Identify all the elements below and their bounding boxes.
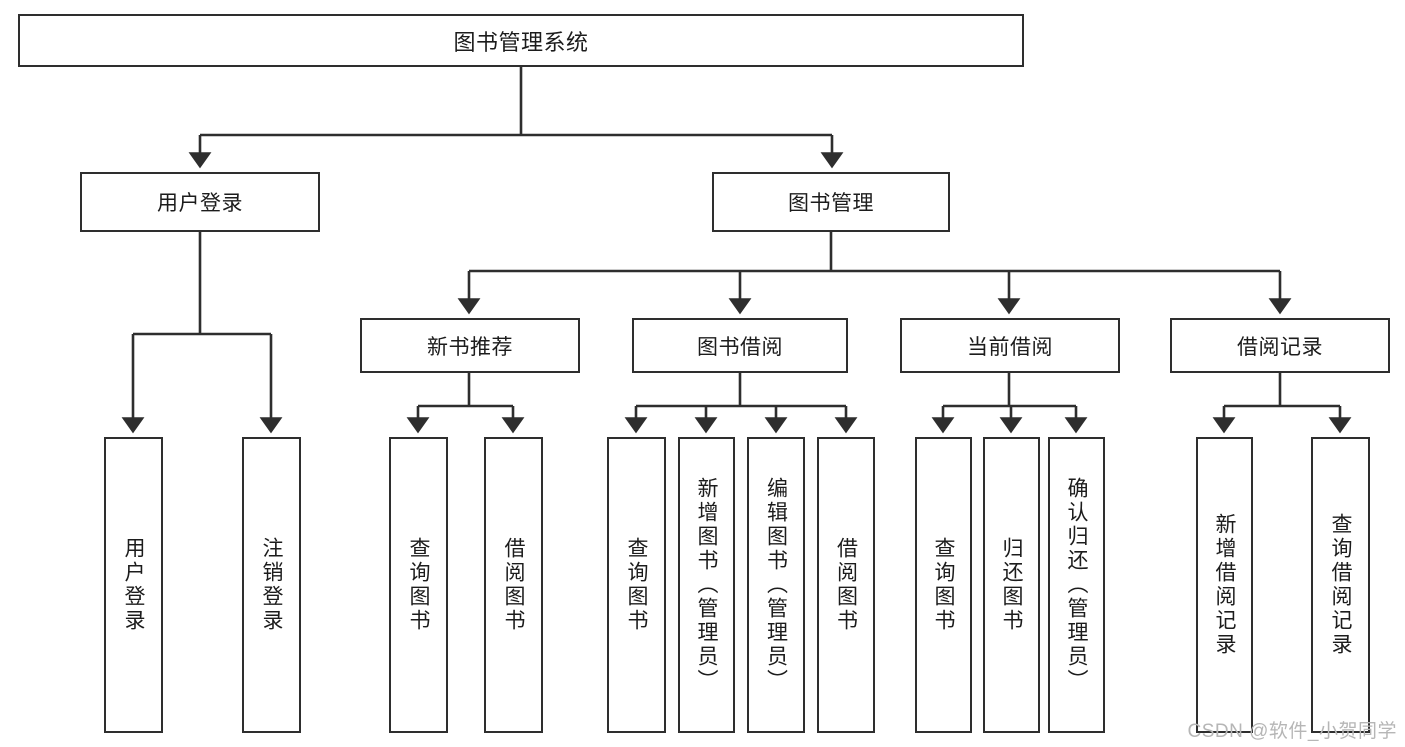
node-borrow-record[interactable]: 借阅记录 (1170, 318, 1390, 373)
node-new-book-recommend[interactable]: 新书推荐 (360, 318, 580, 373)
node-leaf-logout[interactable]: 注销登录 (242, 437, 301, 733)
node-leaf-query-book-2[interactable]: 查询图书 (607, 437, 666, 733)
node-leaf-borrow-book-1[interactable]: 借阅图书 (484, 437, 543, 733)
node-current-borrow[interactable]: 当前借阅 (900, 318, 1120, 373)
node-leaf-edit-book[interactable]: 编辑图书（管理员） (747, 437, 805, 733)
node-user-login[interactable]: 用户登录 (80, 172, 320, 232)
node-leaf-confirm-return[interactable]: 确认归还（管理员） (1048, 437, 1105, 733)
node-leaf-add-record[interactable]: 新增借阅记录 (1196, 437, 1253, 733)
node-leaf-borrow-book-2[interactable]: 借阅图书 (817, 437, 875, 733)
node-leaf-return-book[interactable]: 归还图书 (983, 437, 1040, 733)
node-root[interactable]: 图书管理系统 (18, 14, 1024, 67)
node-leaf-add-book[interactable]: 新增图书（管理员） (678, 437, 735, 733)
watermark-text: CSDN @软件_小贺同学 (1187, 721, 1397, 742)
node-leaf-query-record[interactable]: 查询借阅记录 (1311, 437, 1370, 733)
node-book-borrow[interactable]: 图书借阅 (632, 318, 848, 373)
node-leaf-query-book-1[interactable]: 查询图书 (389, 437, 448, 733)
node-book-manage[interactable]: 图书管理 (712, 172, 950, 232)
node-leaf-query-book-3[interactable]: 查询图书 (915, 437, 972, 733)
node-leaf-user-login[interactable]: 用户登录 (104, 437, 163, 733)
